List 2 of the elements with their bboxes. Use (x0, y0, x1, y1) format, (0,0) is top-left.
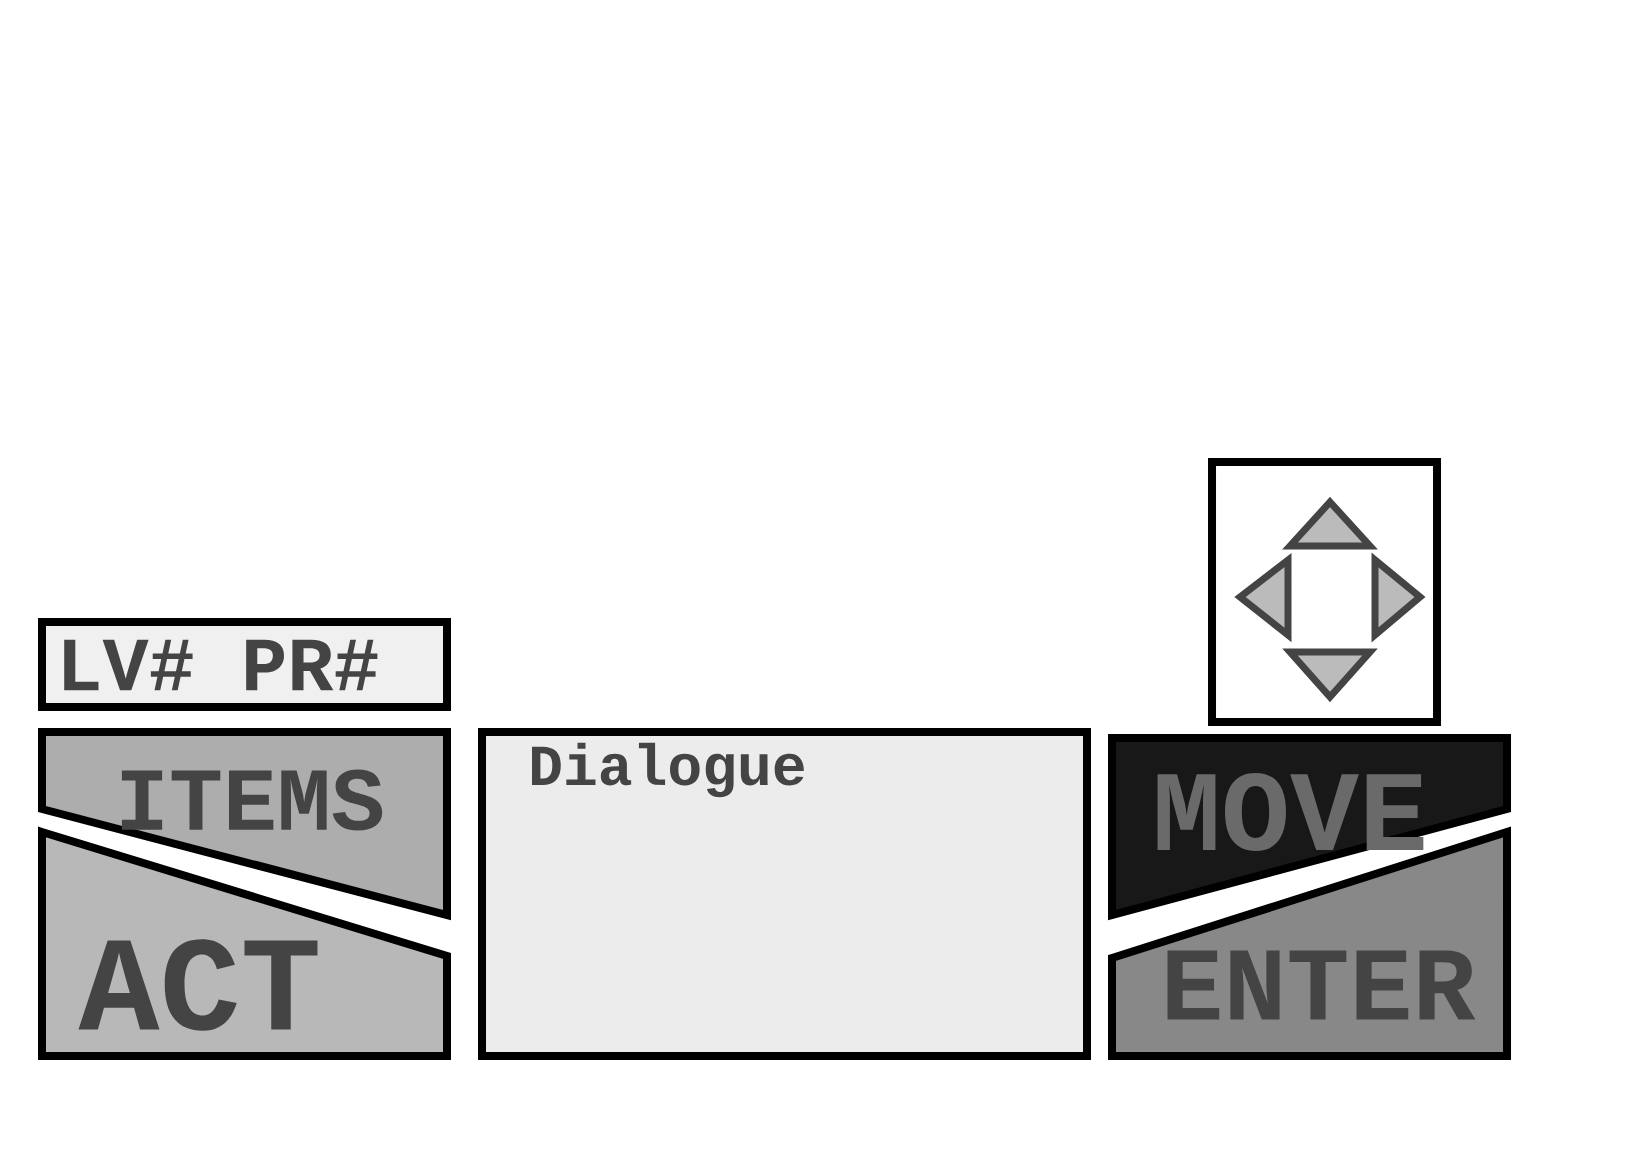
dialogue-box: Dialogue (478, 728, 1091, 1060)
status-bar: LV# PR# (38, 618, 451, 711)
